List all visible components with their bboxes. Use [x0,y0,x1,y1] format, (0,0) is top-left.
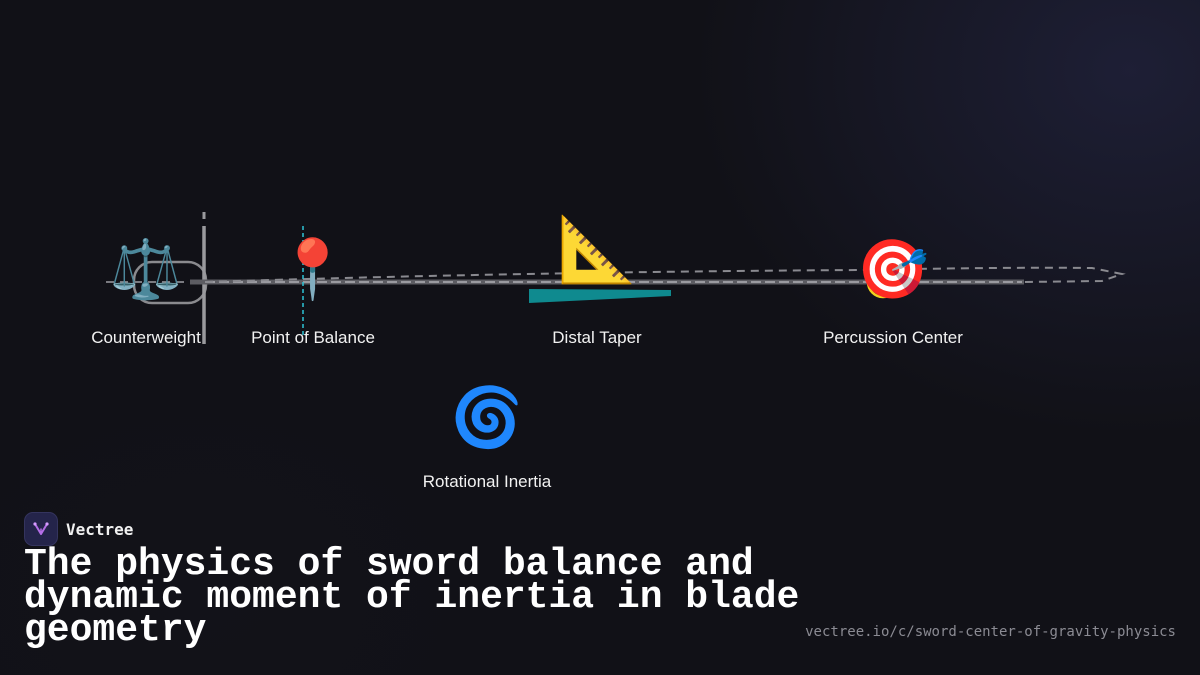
counterweight-label: Counterweight [91,328,201,347]
sword-illustration [106,212,1126,344]
point-of-balance-label: Point of Balance [251,328,375,347]
page-url[interactable]: vectree.io/c/sword-center-of-gravity-phy… [805,624,1176,640]
rotational-inertia-label: Rotational Inertia [422,472,552,491]
node-distal-taper: 📐 Distal Taper [552,216,641,348]
distal-taper-label: Distal Taper [552,328,642,347]
brand[interactable]: Vectree [24,512,133,546]
round-pushpin-icon: 📍 [276,237,350,302]
node-rotational-inertia: 🌀 Rotational Inertia [423,386,552,492]
percussion-ring [866,265,900,299]
cyclone-spiral-icon: 🌀 [450,385,524,450]
node-point-of-balance: 📍 Point of Balance [251,238,375,348]
node-counterweight: ⚖️ Counterweight [91,238,201,348]
vectree-logo-glyph [33,522,49,535]
page-title: The physics of sword balance and dynamic… [24,543,800,652]
percussion-center-label: Percussion Center [823,328,963,347]
sword-balance-diagram: ⚖️ Counterweight 📍 Point of Balance 📐 Di… [91,212,1126,492]
brand-name: Vectree [66,519,134,539]
bullseye-target-icon: 🎯 [856,237,930,302]
blade-profile-outline [204,266,1126,283]
node-percussion-center: 🎯 Percussion Center [823,238,963,348]
triangular-ruler-icon: 📐 [557,213,637,285]
vectree-logo-icon [24,512,58,546]
distal-taper-wedge [529,289,671,303]
balance-scale-icon: ⚖️ [109,237,183,302]
